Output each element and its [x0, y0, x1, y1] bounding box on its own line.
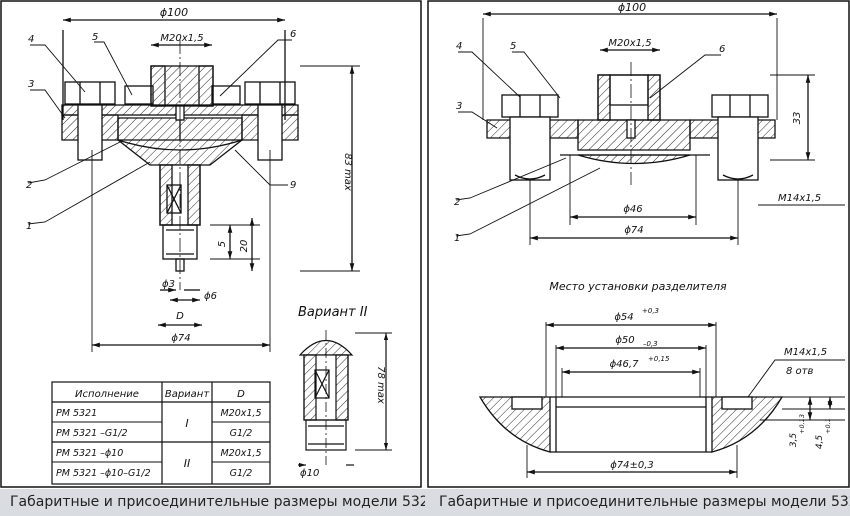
- callout-2-right: 2: [454, 197, 460, 208]
- callout-6: 6: [290, 29, 296, 40]
- dim-diameter-100: ϕ100: [160, 6, 188, 19]
- dim-diameter-46-7-tol: +0,15: [648, 355, 670, 363]
- dim-diameter-46-7: ϕ46,7: [610, 359, 640, 370]
- table-cell: M20x1,5: [220, 448, 261, 459]
- variant-title: Вариант II: [298, 305, 368, 320]
- left-assembly: [27, 17, 360, 352]
- dim-thread-m20: M20x1,5: [160, 33, 203, 44]
- table-cell: G1/2: [230, 428, 253, 439]
- mount-section: [478, 322, 845, 478]
- dim-thread-m20-right: M20x1,5: [608, 38, 651, 49]
- variant-ii-sketch: [298, 330, 392, 468]
- callout-4: 4: [28, 34, 34, 45]
- callout-4-right: 4: [456, 41, 462, 52]
- dim-diameter-3: ϕ3: [162, 279, 175, 290]
- right-caption: Габаритные и присоединительные размеры м…: [425, 489, 850, 516]
- dim-holes-count: 8 отв: [786, 366, 813, 377]
- dim-height-33: 33: [792, 112, 803, 125]
- dim-diameter-74: ϕ74: [171, 333, 190, 344]
- table-cell: РМ 5321 –G1/2: [56, 428, 128, 439]
- callout-3: 3: [28, 79, 34, 90]
- dim-diameter-50-tol: –0,3: [643, 340, 658, 348]
- table-cell: РМ 5321 –ϕ10: [56, 448, 123, 459]
- dim-20: 20: [239, 240, 250, 253]
- dim-depth-4-5-tol: +0,1: [824, 418, 832, 434]
- callout-9: 9: [290, 180, 296, 191]
- table-cell: РМ 5321 –ϕ10–G1/2: [56, 468, 151, 479]
- right-assembly: [455, 11, 845, 245]
- callout-1-right: 1: [454, 233, 460, 244]
- variant-table: [51, 381, 271, 485]
- table-cell: РМ 5321: [56, 408, 97, 419]
- dim-diameter-46: ϕ46: [623, 204, 642, 215]
- table-cell-variant-ii: II: [184, 457, 191, 470]
- table-header-d: D: [237, 389, 245, 400]
- dim-diameter-54: ϕ54: [614, 312, 633, 323]
- dim-d: D: [176, 311, 184, 322]
- mount-title: Место установки разделителя: [549, 280, 727, 293]
- dim-thread-m14-mount: M14x1,5: [784, 347, 827, 358]
- callout-2: 2: [26, 180, 32, 191]
- callout-1: 1: [26, 221, 32, 232]
- right-panel-frame: [427, 0, 850, 488]
- table-cell: G1/2: [230, 468, 253, 479]
- table-header-variant: Вариант: [165, 389, 211, 400]
- dim-diameter-74-mount: ϕ74±0,3: [610, 460, 654, 471]
- dim-depth-3-5-tol: +0,13: [798, 414, 806, 434]
- callout-5-right: 5: [510, 41, 516, 52]
- table-cell-variant-i: I: [185, 417, 188, 430]
- table-header-execution: Исполнение: [75, 389, 139, 400]
- callout-5: 5: [92, 32, 98, 43]
- dim-height-83: 83 max: [342, 153, 353, 191]
- dim-diameter-50: ϕ50: [615, 335, 634, 346]
- left-panel-frame: [0, 0, 422, 488]
- left-caption: Габаритные и присоединительные размеры м…: [0, 489, 438, 516]
- dim-depth-4-5: 4,5: [815, 435, 825, 450]
- dim-5: 5: [217, 241, 228, 247]
- table-cell: M20x1,5: [220, 408, 261, 419]
- dim-thread-m14: M14x1,5: [778, 193, 821, 204]
- dim-diameter-100-right: ϕ100: [618, 1, 646, 14]
- dim-diameter-54-tol: +0,3: [642, 307, 659, 315]
- dim-diameter-6: ϕ6: [204, 291, 217, 302]
- callout-3-right: 3: [456, 101, 462, 112]
- dim-diameter-74-right: ϕ74: [624, 225, 643, 236]
- dim-diameter-10: ϕ10: [300, 468, 319, 479]
- dim-height-78: 78 max: [375, 366, 386, 404]
- dim-depth-3-5: 3,5: [789, 433, 799, 448]
- callout-6-right: 6: [719, 44, 725, 55]
